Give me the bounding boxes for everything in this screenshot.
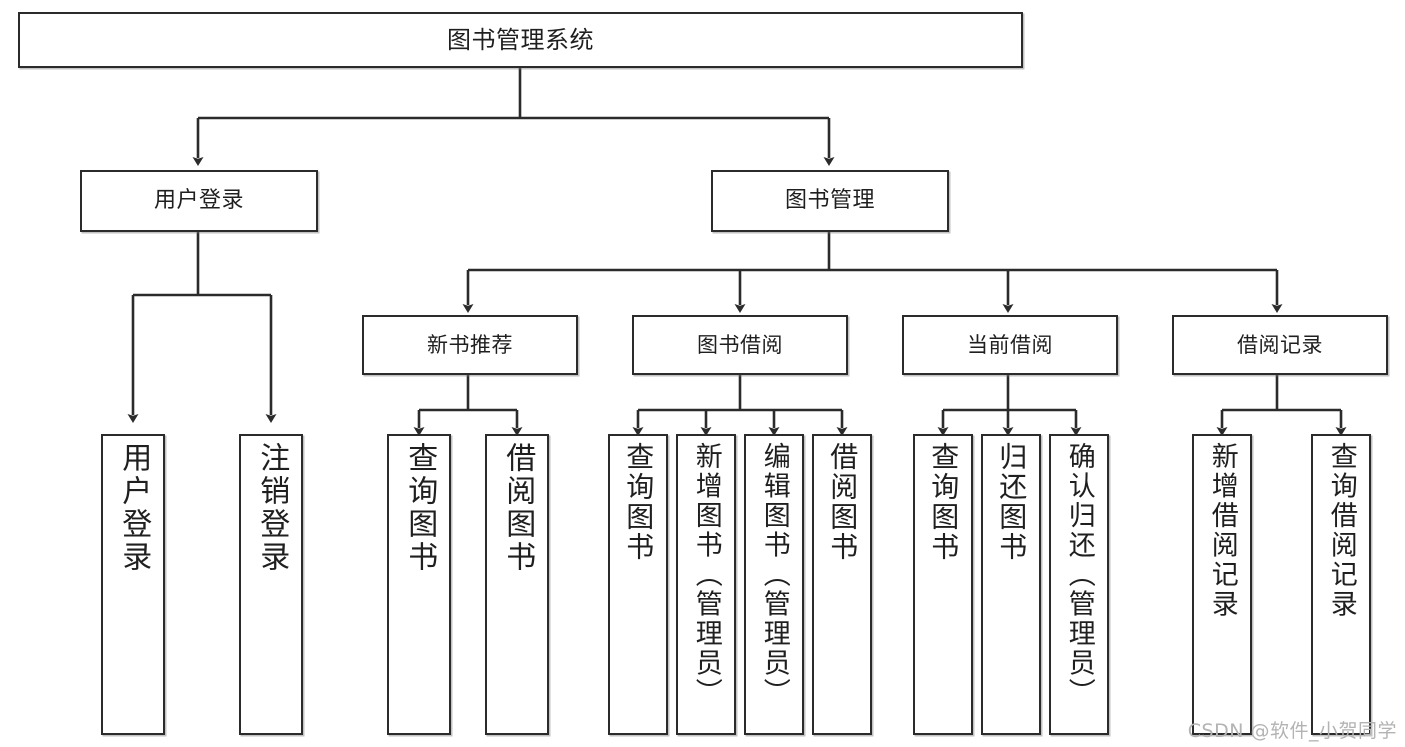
node-leaf-borrow-book[interactable]: 借阅图书 <box>812 434 872 735</box>
node-user-login[interactable]: 用户登录 <box>80 170 318 232</box>
node-label: 查询借阅记录 <box>1325 442 1357 619</box>
node-label: 编辑图书（管理员） <box>758 442 790 708</box>
node-label: 确认归还（管理员） <box>1063 442 1095 708</box>
node-label: 图书借阅 <box>697 332 783 357</box>
node-leaf-edit-book-admin[interactable]: 编辑图书（管理员） <box>744 434 804 735</box>
node-label: 当前借阅 <box>967 332 1053 357</box>
node-label: 查询图书 <box>927 442 961 562</box>
node-root-system[interactable]: 图书管理系统 <box>18 12 1023 68</box>
node-book-borrow[interactable]: 图书借阅 <box>632 315 848 375</box>
node-new-book-recommend[interactable]: 新书推荐 <box>362 315 578 375</box>
node-label: 新增图书（管理员） <box>690 442 722 708</box>
node-leaf-query-book-current[interactable]: 查询图书 <box>913 434 973 735</box>
node-label: 图书管理系统 <box>447 25 594 54</box>
node-book-management[interactable]: 图书管理 <box>711 170 949 232</box>
node-label: 注销登录 <box>254 442 290 574</box>
node-label: 归还图书 <box>995 442 1029 562</box>
csdn-watermark: CSDN @软件_小贺同学 <box>1187 720 1397 742</box>
node-borrow-record[interactable]: 借阅记录 <box>1172 315 1388 375</box>
node-label: 图书管理 <box>784 188 875 214</box>
node-label: 查询图书 <box>622 442 656 562</box>
node-leaf-logout[interactable]: 注销登录 <box>239 434 303 735</box>
node-label: 新书推荐 <box>427 332 513 357</box>
node-leaf-confirm-return-admin[interactable]: 确认归还（管理员） <box>1049 434 1109 735</box>
node-leaf-user-login[interactable]: 用户登录 <box>101 434 165 735</box>
node-leaf-query-book-recommend[interactable]: 查询图书 <box>387 434 451 735</box>
node-leaf-add-borrow-record[interactable]: 新增借阅记录 <box>1192 434 1252 735</box>
node-leaf-return-book[interactable]: 归还图书 <box>981 434 1041 735</box>
node-leaf-borrow-book-recommend[interactable]: 借阅图书 <box>485 434 549 735</box>
node-leaf-query-borrow-record[interactable]: 查询借阅记录 <box>1311 434 1371 735</box>
node-leaf-query-book-borrow[interactable]: 查询图书 <box>608 434 668 735</box>
node-label: 查询图书 <box>402 442 438 574</box>
node-current-borrow[interactable]: 当前借阅 <box>902 315 1118 375</box>
node-label: 借阅图书 <box>500 442 536 574</box>
node-label: 用户登录 <box>116 442 152 574</box>
node-label: 借阅图书 <box>826 442 860 562</box>
node-label: 借阅记录 <box>1237 332 1323 357</box>
node-label: 新增借阅记录 <box>1206 442 1238 619</box>
node-label: 用户登录 <box>153 188 244 214</box>
node-leaf-add-book-admin[interactable]: 新增图书（管理员） <box>676 434 736 735</box>
